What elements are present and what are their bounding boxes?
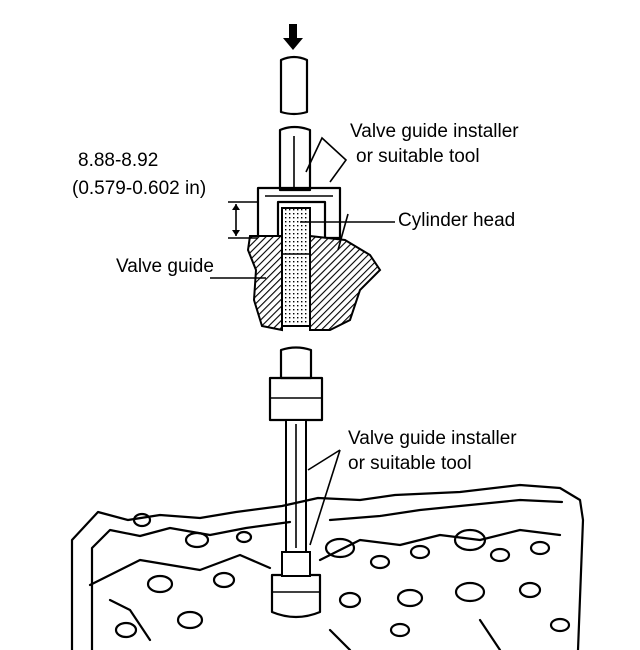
label-installer-bottom-2: or suitable tool bbox=[348, 453, 472, 474]
label-valve-guide: Valve guide bbox=[116, 256, 214, 277]
dimension-marker bbox=[228, 201, 258, 239]
label-installer-top-1: Valve guide installer bbox=[350, 121, 519, 142]
label-cylinder-head: Cylinder head bbox=[398, 210, 515, 231]
valve-guide-part bbox=[281, 207, 311, 327]
leader-lines-top bbox=[210, 136, 395, 279]
label-installer-top-2: or suitable tool bbox=[356, 146, 480, 167]
press-direction-arrow-icon bbox=[283, 24, 303, 50]
label-dimension-in: (0.579-0.602 in) bbox=[72, 178, 206, 199]
engine-cylinder-head-block bbox=[70, 483, 585, 650]
installer-driver-upper bbox=[278, 55, 312, 192]
installer-collar-bottom bbox=[270, 551, 322, 619]
label-installer-bottom-1: Valve guide installer bbox=[348, 428, 517, 449]
cylinder-head-section bbox=[246, 234, 382, 332]
installer-driver-lower bbox=[268, 346, 324, 553]
label-dimension-mm: 8.88-8.92 bbox=[78, 150, 158, 171]
